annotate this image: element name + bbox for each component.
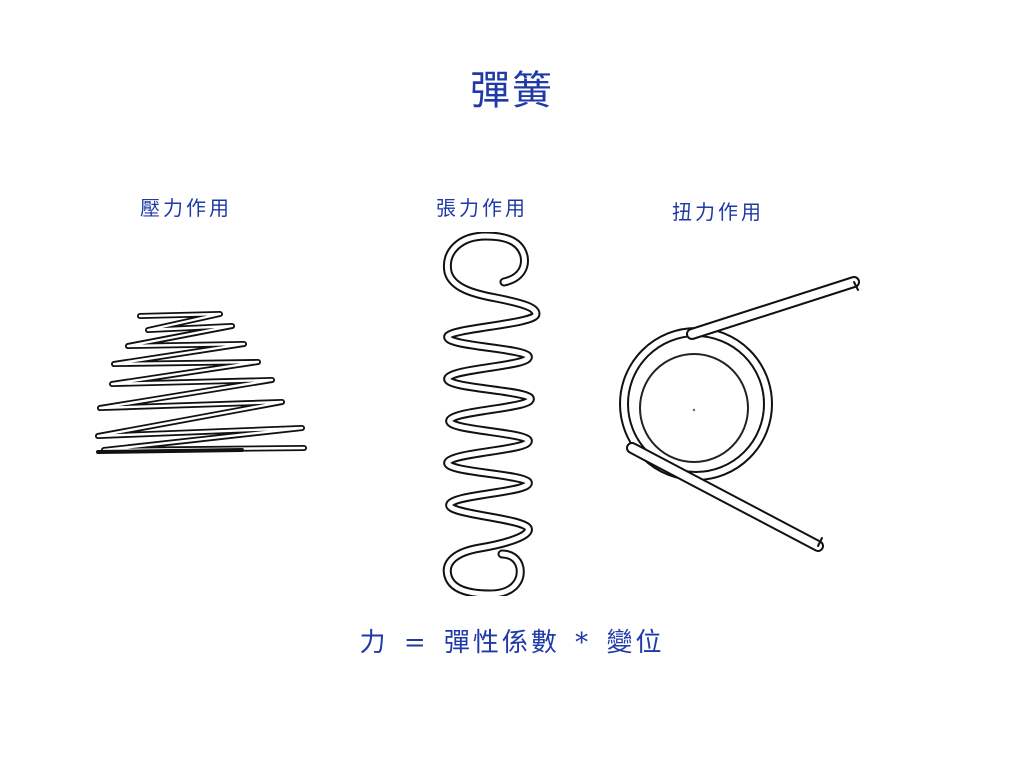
compression-caption: 壓力作用: [140, 196, 232, 220]
formula-force: 力: [359, 628, 389, 658]
formula-displacement: 變位: [606, 628, 665, 658]
formula-equals: =: [403, 628, 429, 658]
torsion-spring-illustration: [619, 276, 860, 552]
formula-spring-constant: 彈性係數: [443, 628, 560, 658]
torsion-caption: 扭力作用: [672, 200, 764, 224]
slide-title: 彈簧: [470, 68, 554, 114]
spring-formula: 力 = 彈性係數 * 變位: [0, 622, 1024, 659]
tension-spring-illustration: [442, 232, 541, 596]
compression-spring-illustration: [95, 311, 307, 454]
tension-caption: 張力作用: [436, 196, 528, 220]
formula-times: *: [575, 628, 592, 658]
